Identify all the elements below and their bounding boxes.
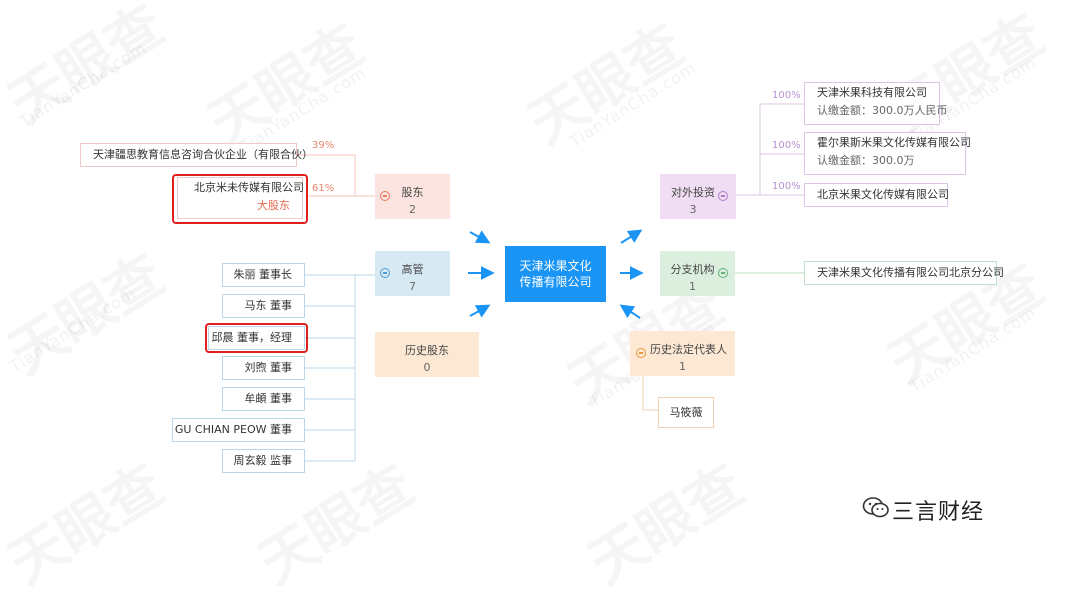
major-shareholder-item[interactable]: 北京米未传媒有限公司 大股东 bbox=[177, 177, 304, 219]
investment-name: 天津米果科技有限公司 bbox=[817, 86, 927, 99]
investment-item[interactable]: 北京米果文化传媒有限公司 bbox=[804, 183, 949, 207]
shareholder-name: 天津疆思教育信息咨询合伙企业（有限合伙） bbox=[93, 148, 313, 161]
investment-detail: 认缴金额：300.0万 bbox=[817, 154, 915, 167]
shareholders-title: 股东 bbox=[401, 186, 424, 199]
highlight-box bbox=[172, 174, 308, 224]
arrows bbox=[468, 229, 644, 319]
legal-rep-item[interactable]: 马筱薇 bbox=[658, 397, 714, 428]
executive-name: 朱丽 董事长 bbox=[233, 268, 293, 281]
executives-title: 高管 bbox=[401, 263, 424, 276]
history-legal-rep-count: 1 bbox=[679, 360, 686, 373]
legal-rep-connector bbox=[642, 376, 658, 411]
center-company-name-line1: 天津米果文化 bbox=[519, 259, 592, 273]
investment-percent: 100% bbox=[772, 181, 801, 192]
investment-item[interactable]: 天津米果科技有限公司 认缴金额：300.0万人民币 bbox=[804, 82, 948, 125]
investment-detail: 认缴金额：300.0万人民币 bbox=[817, 104, 948, 117]
executive-name: 马东 董事 bbox=[244, 299, 293, 312]
investment-percent: 100% bbox=[772, 140, 801, 151]
shareholders-count: 2 bbox=[409, 203, 416, 216]
shareholder-item[interactable]: 天津疆思教育信息咨询合伙企业（有限合伙） bbox=[80, 143, 313, 167]
history-shareholders-count: 0 bbox=[423, 361, 431, 374]
history-shareholders-hub[interactable]: 历史股东 0 bbox=[375, 332, 479, 377]
shareholder-percent: 39% bbox=[312, 140, 335, 151]
shareholder-name: 北京米未传媒有限公司 bbox=[194, 181, 304, 194]
executive-item[interactable]: 马东 董事 bbox=[222, 294, 305, 318]
shareholder-percent: 61% bbox=[312, 183, 335, 194]
executive-name: 牟頔 董事 bbox=[244, 392, 293, 405]
branches-title: 分支机构 bbox=[670, 263, 715, 276]
investments-count: 3 bbox=[689, 203, 697, 216]
collapse-icon[interactable] bbox=[718, 268, 728, 278]
investment-item[interactable]: 霍尔果斯米果文化传媒有限公司 认缴金额：300.0万 bbox=[804, 132, 971, 175]
executive-item[interactable]: 牟頔 董事 bbox=[222, 387, 305, 411]
executives-count: 7 bbox=[409, 280, 416, 293]
branch-item[interactable]: 天津米果文化传播有限公司北京分公司 bbox=[804, 261, 1004, 285]
investment-name: 霍尔果斯米果文化传媒有限公司 bbox=[817, 136, 971, 149]
executive-item[interactable]: GU CHIAN PEOW 董事 bbox=[172, 418, 305, 442]
collapse-icon[interactable] bbox=[636, 348, 646, 358]
executive-item[interactable]: 朱丽 董事长 bbox=[222, 263, 305, 287]
legal-rep-name: 马筱薇 bbox=[669, 406, 703, 419]
highlight-box bbox=[205, 323, 308, 353]
executive-item[interactable]: 刘煦 董事 bbox=[222, 356, 305, 380]
connector-layer bbox=[297, 103, 804, 462]
major-shareholder-tag: 大股东 bbox=[257, 199, 290, 212]
history-shareholders-title: 历史股东 bbox=[405, 344, 449, 357]
executive-connectors bbox=[305, 274, 375, 462]
wechat-icon bbox=[862, 497, 889, 518]
executive-name: 周玄毅 监事 bbox=[233, 454, 293, 467]
collapse-icon[interactable] bbox=[380, 191, 390, 201]
executive-name: 邱晨 董事，经理 bbox=[211, 331, 293, 344]
executive-item[interactable]: 邱晨 董事，经理 bbox=[208, 326, 305, 350]
executive-name: GU CHIAN PEOW 董事 bbox=[174, 423, 292, 436]
investments-title: 对外投资 bbox=[671, 186, 715, 199]
executive-item[interactable]: 周玄毅 监事 bbox=[222, 449, 305, 473]
investment-connectors bbox=[736, 103, 804, 196]
branches-count: 1 bbox=[689, 280, 696, 293]
center-company-node[interactable]: 天津米果文化 传播有限公司 bbox=[505, 246, 606, 302]
brand-label: 三言财经 bbox=[892, 500, 985, 525]
history-legal-rep-title: 历史法定代表人 bbox=[650, 343, 727, 356]
collapse-icon[interactable] bbox=[380, 268, 390, 278]
executive-name: 刘煦 董事 bbox=[244, 361, 293, 374]
branch-name: 天津米果文化传播有限公司北京分公司 bbox=[817, 266, 1004, 279]
collapse-icon[interactable] bbox=[718, 191, 728, 201]
center-company-name-line2: 传播有限公司 bbox=[519, 275, 592, 289]
investment-percent: 100% bbox=[772, 90, 801, 101]
shareholder-connectors bbox=[297, 154, 375, 197]
history-legal-rep-hub[interactable]: 历史法定代表人 1 bbox=[630, 331, 735, 376]
investment-name: 北京米果文化传媒有限公司 bbox=[817, 188, 949, 201]
